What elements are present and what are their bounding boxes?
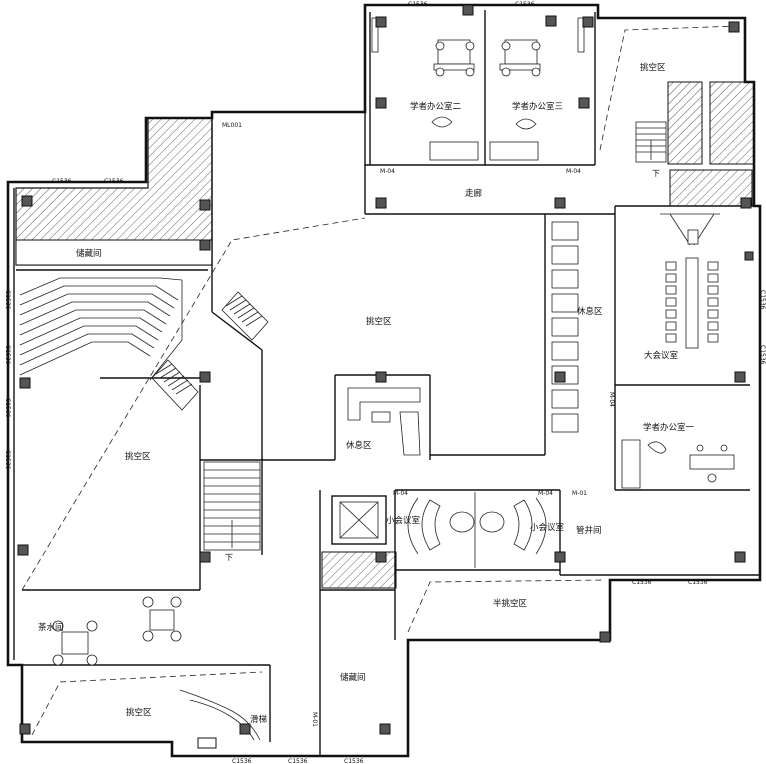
room-label-slide: 滑梯: [250, 714, 268, 725]
window-tag: C1536: [104, 178, 124, 185]
door-tag: ML001: [222, 122, 242, 129]
columns: [17, 4, 754, 749]
stair-down-label-right: 下: [652, 169, 660, 178]
office-1-furniture: [621, 439, 735, 489]
tiered-seating: [19, 277, 183, 381]
void-outlines: [21, 25, 739, 736]
interior-walls: [16, 10, 760, 756]
room-label-scholar-office-2: 学者办公室二: [410, 101, 462, 112]
room-label-rest-area-right: 休息区: [577, 306, 603, 317]
room-label-small-meeting-1: 小会议室: [386, 515, 421, 526]
tea-room-tables: [52, 596, 182, 666]
window-tags: C1536 C1536 C1536 C1536 C1536 C1536 C153…: [4, 1, 766, 764]
door-tag: M-01: [572, 490, 587, 497]
window-tag: C1536: [4, 450, 11, 470]
window-tag: C1536: [688, 579, 708, 586]
room-label-void-bottom-left: 挑空区: [126, 707, 152, 718]
room-label-small-meeting-2: 小会议室: [530, 522, 565, 533]
elevator: [331, 495, 387, 545]
room-label-storage-bottom: 储藏间: [340, 672, 366, 683]
door-tag: M-04: [566, 168, 581, 175]
window-tag: C1536: [759, 345, 766, 365]
room-label-rest-area-center: 休息区: [346, 440, 372, 451]
stair-down-label: 下: [225, 553, 233, 562]
window-tag: C1536: [4, 290, 11, 310]
diagonal-stair-lower: [151, 359, 199, 411]
window-tag: C1536: [52, 178, 72, 185]
door-tags: M-04 M-04 M-04 M-04 M-01 ML001 M-04 M-01…: [222, 122, 660, 727]
window-tag: C1536: [408, 1, 428, 8]
room-label-void-center: 挑空区: [366, 316, 392, 327]
door-tag: M-04: [608, 392, 615, 407]
window-tag: C1536: [232, 758, 252, 764]
window-tag: C1536: [344, 758, 364, 764]
rest-area-center-sofa: [347, 387, 421, 456]
small-meeting-tables: [407, 492, 547, 568]
room-label-corridor: 走廊: [465, 188, 483, 199]
window-tag: C1536: [4, 345, 11, 365]
room-label-pipe-well: 管井间: [576, 525, 602, 536]
furniture: [52, 17, 735, 741]
window-tag: C1536: [4, 398, 11, 418]
stair-top-right: [635, 121, 667, 163]
door-tag: M-04: [538, 490, 553, 497]
window-tag: C1536: [515, 1, 535, 8]
stairs: [19, 121, 667, 551]
room-label-storage-left: 储藏间: [76, 248, 102, 259]
window-tag: C1536: [759, 290, 766, 310]
door-tag: M-04: [380, 168, 395, 175]
rest-area-right-seating: [551, 221, 579, 433]
diagonal-stair-upper: [221, 291, 269, 341]
room-label-half-void: 半挑空区: [493, 598, 528, 609]
room-label-void-top-right: 挑空区: [640, 62, 666, 73]
room-label-large-meeting: 大会议室: [644, 350, 679, 361]
office-3-furniture: [489, 17, 585, 161]
window-tag: C1536: [632, 579, 652, 586]
hatched-walls: [15, 81, 755, 589]
room-label-tea-room: 茶水间: [38, 622, 64, 633]
main-stair: [203, 461, 261, 551]
window-tag: C1536: [288, 758, 308, 764]
large-meeting-table: [660, 213, 720, 349]
room-label-scholar-office-1: 学者办公室一: [643, 422, 695, 433]
room-labels: 学者办公室二 学者办公室三 挑空区 走廊 储藏间 挑空区 休息区 大会议室 休息…: [38, 62, 695, 725]
room-label-scholar-office-3: 学者办公室三: [512, 101, 563, 112]
door-tag: M-01: [311, 712, 318, 727]
office-2-furniture: [371, 17, 479, 161]
room-label-void-left: 挑空区: [125, 451, 151, 462]
door-tag: M-04: [393, 490, 408, 497]
